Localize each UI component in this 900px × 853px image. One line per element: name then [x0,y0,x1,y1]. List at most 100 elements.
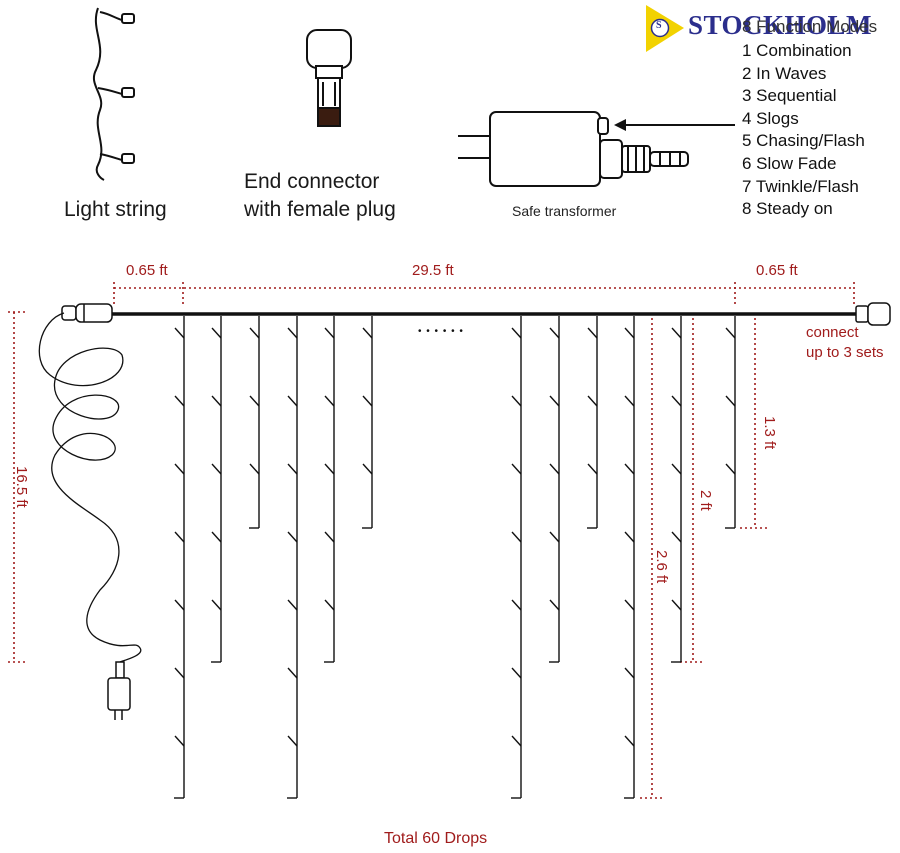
mode-item: 3 Sequential [742,86,837,106]
connect-note-line2: up to 3 sets [806,344,884,361]
drop-bulb [287,735,298,747]
drop-bulb [587,395,598,407]
drop-bulb [174,327,185,339]
drop-bulb [324,327,335,339]
drop-bulb [511,327,522,339]
drop-bulb [362,327,373,339]
brand-logo-mark [646,5,684,52]
drop-bulb [287,531,298,543]
drop-bulb [549,463,560,475]
drop-bulb [511,599,522,611]
lead-cable-plug [107,661,131,720]
mode-item: 8 Steady on [742,199,833,219]
drop-bulb [211,395,222,407]
right-end-connector [855,302,891,326]
brand-name-part2: HOLM [784,10,873,40]
drop-bulb [549,327,560,339]
transformer-label: Safe transformer [512,203,617,219]
drop-bulb [174,531,185,543]
drop-bulb [624,463,635,475]
drop-bulb [671,395,682,407]
drop-long-dimension: 2.6 ft [653,550,670,584]
mode-button-arrow [614,119,735,131]
connect-note-line1: connect [806,324,859,341]
drop-bulb [624,735,635,747]
drop-bulb [511,531,522,543]
drop-bulb [624,599,635,611]
drop-bulb [287,599,298,611]
drop-bulb [671,599,682,611]
drop-bulb [174,667,185,679]
transformer-illustration [458,111,689,187]
light-drops [174,316,736,799]
drop-bulb [511,463,522,475]
drop-bulb [725,463,736,475]
drop-bulb [249,327,260,339]
drop-bulb [362,463,373,475]
drop-bulb [549,531,560,543]
drop-bulb [511,395,522,407]
drop-bulb [174,599,185,611]
light-bulbs [121,13,135,164]
drop-bulb [174,463,185,475]
drop-bulb [624,395,635,407]
lead-length-dimension: 16.5 ft [13,466,30,508]
mode-item: 2 In Waves [742,63,827,83]
drop-bulb [211,599,222,611]
drop-bulb [587,327,598,339]
mode-item: 4 Slogs [742,108,799,128]
mode-item: 7 Twinkle/Flash [742,176,859,196]
modes-title: 8 Function Modes [742,17,878,36]
drop-bulb [324,599,335,611]
drop-bulb [587,463,598,475]
drop-bulb [671,463,682,475]
light-string-illustration [93,7,123,181]
drop-bulb [725,327,736,339]
drop-bulb [511,735,522,747]
drop-bulb [287,395,298,407]
drop-bulb [324,395,335,407]
drop-bulb [287,327,298,339]
drop-bulb [249,463,260,475]
drops-ellipsis: • • • • • • [418,326,464,337]
end-connector-illustration [306,29,352,127]
drop-bulb [624,531,635,543]
drop-mid-dimension: 2 ft [697,490,714,511]
lead-cable [38,312,142,663]
mode-item: 5 Chasing/Flash [742,131,865,151]
drop-bulb [211,463,222,475]
mode-item: 1 Combination [742,41,852,60]
drop-bulb [287,667,298,679]
drop-bulb [549,395,560,407]
drop-bulb [725,395,736,407]
drop-bulb [249,395,260,407]
drop-bulb [211,531,222,543]
modes-list: 1 Combination 2 In Waves 3 Sequential 4 … [742,40,865,221]
drop-bulb [511,667,522,679]
drop-bulb [624,667,635,679]
drop-bulb [287,463,298,475]
brand-name: STOCKHOLM [688,10,872,41]
drop-short-dimension: 1.3 ft [761,416,778,450]
drop-bulb [324,463,335,475]
mode-item: 6 Slow Fade [742,153,837,173]
brand-name-part1: STOCK [688,10,785,40]
right-offset-dimension: 0.65 ft [756,262,798,279]
left-offset-dimension: 0.65 ft [126,262,168,279]
drop-bulb [174,735,185,747]
end-connector-label: End connector [244,170,380,193]
left-main-plug [61,303,113,323]
drop-bulb [549,599,560,611]
drop-bulb [174,395,185,407]
drop-bulb [324,531,335,543]
connect-note: connect up to 3 sets [806,323,884,363]
light-string-label: Light string [64,198,167,221]
female-plug-label: with female plug [244,198,396,221]
dimension-lines [8,282,855,799]
total-drops-label: Total 60 Drops [384,830,488,847]
drop-bulb [624,327,635,339]
drop-bulb [671,327,682,339]
drop-bulb [211,327,222,339]
brand-logo-letter: S [656,20,662,31]
